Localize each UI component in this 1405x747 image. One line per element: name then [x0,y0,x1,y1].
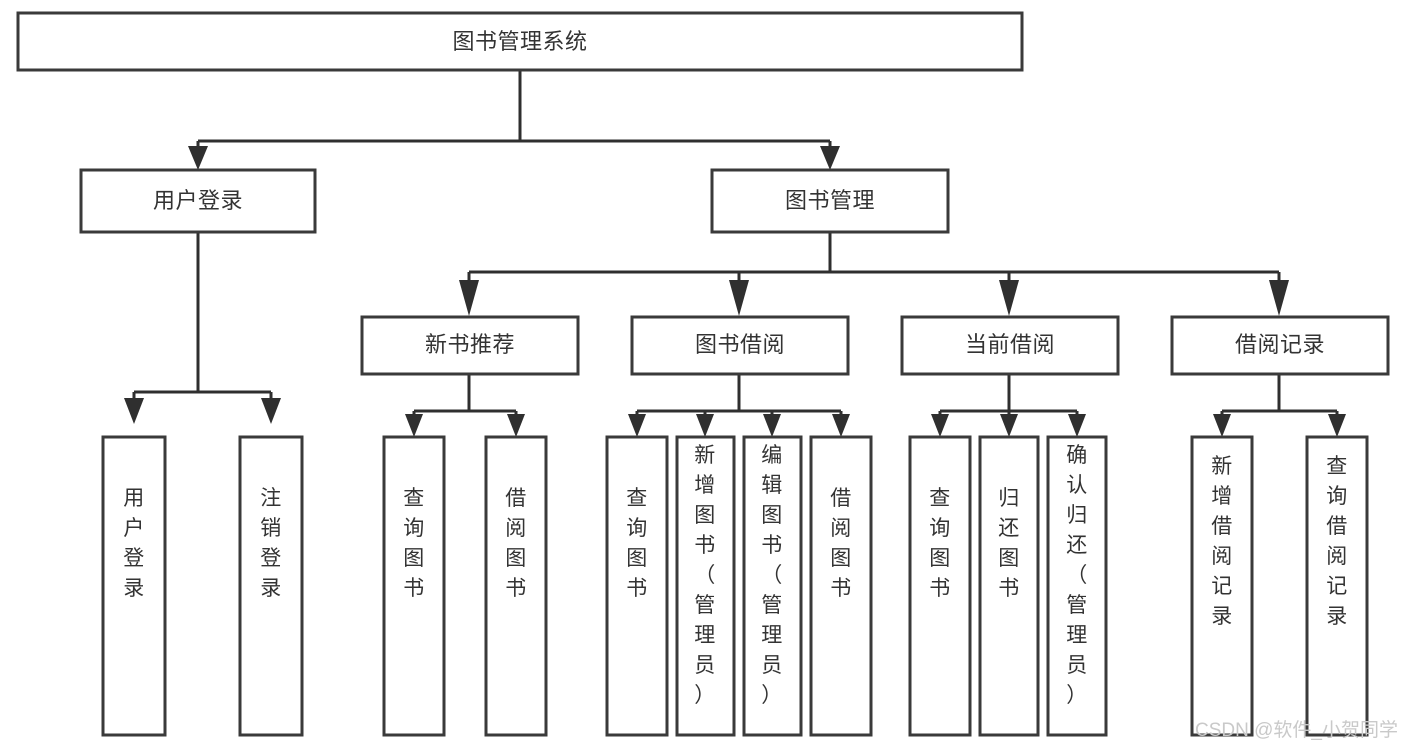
node-leaf8[interactable]: 借阅图书 [809,435,873,737]
arrow-bookmgmt-records [1269,280,1289,316]
arrow-current-leaf9 [931,414,949,437]
node-login-box[interactable] [79,168,317,234]
node-leaf13[interactable]: 查询借阅记录 [1305,435,1369,737]
arrow-records-leaf12 [1213,414,1231,437]
node-root[interactable]: 图书管理系统 [16,11,1024,72]
node-root-label: 图书管理系统 [452,29,587,54]
arrow-root-to-login [188,146,208,170]
node-records-box[interactable] [1170,315,1390,376]
node-login-label: 用户登录 [153,188,243,213]
node-root-box[interactable] [16,11,1024,72]
node-leaf10-box[interactable] [978,435,1040,737]
node-newbook[interactable]: 新书推荐 [360,315,580,376]
node-current[interactable]: 当前借阅 [900,315,1120,376]
node-newbook-box[interactable] [360,315,580,376]
node-leaf13-box[interactable] [1305,435,1369,737]
arrow-bookmgmt-borrow [729,280,749,316]
node-leaf6-box[interactable] [675,435,736,737]
node-leaf7[interactable]: 编辑图书（管理员） [742,435,803,737]
node-leaf10[interactable]: 归还图书 [978,435,1040,737]
node-leaf12-box[interactable] [1190,435,1254,737]
csdn-watermark: CSDN @软件_小贺同学 [1195,719,1398,741]
node-leaf6-label: 新增图书（管理员） [694,444,716,707]
node-records-label: 借阅记录 [1235,332,1325,357]
node-leaf12-label: 新增借阅记录 [1211,455,1233,628]
node-leaf4[interactable]: 借阅图书 [484,435,548,737]
node-current-label: 当前借阅 [965,332,1055,357]
arrow-newbook-leaf4 [507,414,525,437]
node-leaf2-label: 注销登录 [260,487,282,600]
node-records[interactable]: 借阅记录 [1170,315,1390,376]
arrow-newbook-leaf3 [405,414,423,437]
node-leaf13-label: 查询借阅记录 [1326,455,1348,628]
node-login[interactable]: 用户登录 [79,168,317,234]
node-leaf7-box[interactable] [742,435,803,737]
node-leaf1-box[interactable] [101,435,167,737]
node-leaf6[interactable]: 新增图书（管理员） [675,435,736,737]
node-leaf5-box[interactable] [605,435,669,737]
arrow-borrow-leaf7 [763,414,781,437]
node-newbook-label: 新书推荐 [425,332,515,357]
node-leaf1[interactable]: 用户登录 [101,435,167,737]
arrow-bookmgmt-newbook [459,280,479,316]
node-leaf5-label: 查询图书 [626,487,648,600]
arrow-borrow-leaf8 [832,414,850,437]
node-leaf4-box[interactable] [484,435,548,737]
node-leaf11-label: 确认归还（管理员） [1066,444,1088,707]
node-leaf8-box[interactable] [809,435,873,737]
arrow-borrow-leaf5 [628,414,646,437]
arrow-current-leaf11 [1068,414,1086,437]
node-leaf9-label: 查询图书 [929,487,951,600]
node-borrow[interactable]: 图书借阅 [630,315,850,376]
node-borrow-box[interactable] [630,315,850,376]
node-leaf3[interactable]: 查询图书 [382,435,446,737]
node-leaf12[interactable]: 新增借阅记录 [1190,435,1254,737]
arrow-bookmgmt-current [999,280,1019,316]
node-leaf11-box[interactable] [1046,435,1108,737]
arrow-current-leaf10 [1000,414,1018,437]
node-leaf10-label: 归还图书 [998,487,1020,600]
node-leaf1-label: 用户登录 [123,487,145,600]
node-current-box[interactable] [900,315,1120,376]
node-leaf5[interactable]: 查询图书 [605,435,669,737]
node-bookmgmt-box[interactable] [710,168,950,234]
arrow-root-to-bookmgmt [820,146,840,170]
node-leaf4-label: 借阅图书 [505,487,527,600]
node-leaf2[interactable]: 注销登录 [238,435,304,737]
node-leaf3-box[interactable] [382,435,446,737]
arrow-login-leaf1 [124,398,144,424]
node-leaf9[interactable]: 查询图书 [908,435,972,737]
node-leaf11[interactable]: 确认归还（管理员） [1046,435,1108,737]
node-leaf7-label: 编辑图书（管理员） [761,444,783,707]
connector-layer [124,70,1346,437]
node-leaf3-label: 查询图书 [403,487,425,600]
node-leaf2-box[interactable] [238,435,304,737]
node-borrow-label: 图书借阅 [695,332,785,357]
node-leaf9-box[interactable] [908,435,972,737]
arrow-records-leaf13 [1328,414,1346,437]
node-leaf8-label: 借阅图书 [830,487,852,600]
arrow-login-leaf2 [261,398,281,424]
node-bookmgmt[interactable]: 图书管理 [710,168,950,234]
arrow-borrow-leaf6 [696,414,714,437]
node-bookmgmt-label: 图书管理 [785,188,875,213]
